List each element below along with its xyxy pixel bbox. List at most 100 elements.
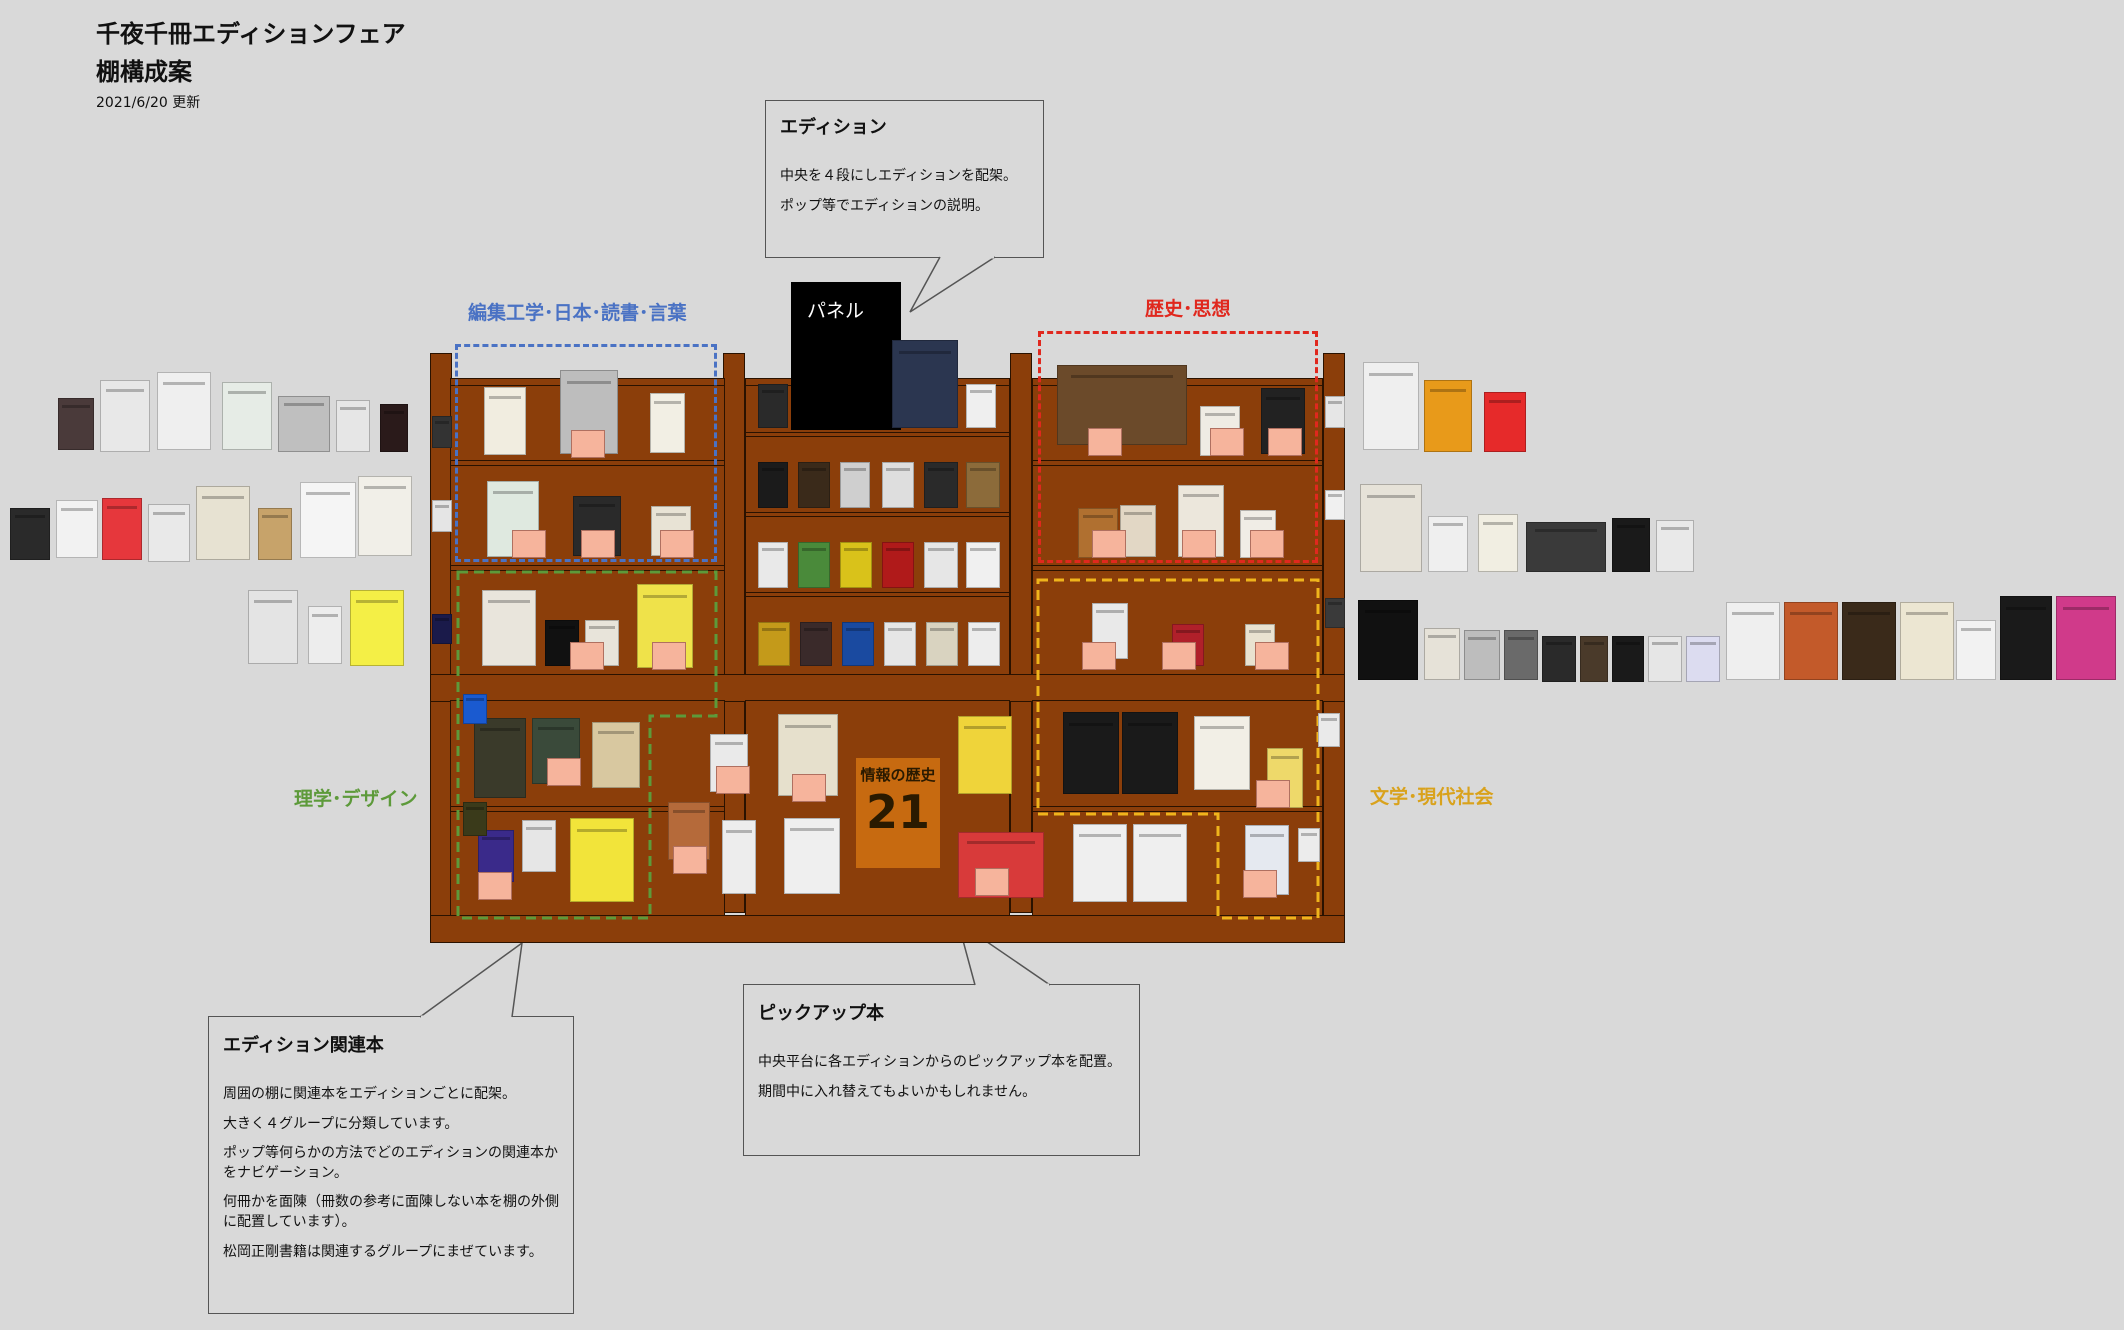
book	[758, 542, 788, 588]
book	[2056, 596, 2116, 680]
book	[958, 716, 1012, 794]
pop-card	[547, 758, 581, 786]
book	[1194, 716, 1250, 790]
book	[1428, 516, 1468, 572]
book	[1120, 505, 1156, 557]
related-callout: エディション関連本 周囲の棚に関連本をエディションごとに配架。 大きく４グループ…	[208, 1016, 574, 1314]
book	[58, 398, 94, 450]
book	[1358, 600, 1418, 680]
pop-card	[716, 766, 750, 794]
pop-card	[581, 530, 615, 558]
book	[2000, 596, 2052, 680]
pickup-callout: ピックアップ本 中央平台に各エディションからのピックアップ本を配置。 期間中に入…	[743, 984, 1140, 1156]
book	[432, 416, 452, 448]
group-outline-history	[1038, 331, 1318, 563]
pop-card	[1243, 870, 1277, 898]
book	[432, 500, 452, 532]
book	[358, 476, 412, 556]
book	[100, 380, 150, 452]
book	[1363, 362, 1419, 450]
book	[840, 462, 870, 508]
book	[892, 340, 958, 428]
book	[300, 482, 356, 558]
book	[758, 462, 788, 508]
group-label-science: 理学･デザイン	[294, 788, 418, 810]
book	[432, 614, 452, 644]
book	[882, 462, 914, 508]
book	[924, 542, 958, 588]
book	[798, 542, 830, 588]
book	[882, 542, 914, 588]
pop-card	[1182, 530, 1216, 558]
pop-card	[570, 642, 604, 670]
group-label-editing: 編集工学･日本･読書･言葉	[468, 302, 687, 324]
pop-card	[1255, 642, 1289, 670]
pop-card	[673, 846, 707, 874]
book	[924, 462, 958, 508]
book	[1542, 636, 1576, 682]
pop-card	[1256, 780, 1290, 808]
book	[1325, 598, 1345, 628]
group-outline-editing	[455, 344, 717, 562]
book	[1612, 636, 1644, 682]
related-callout-pointer	[419, 941, 523, 1018]
book	[1686, 636, 1720, 682]
book	[474, 718, 526, 798]
related-callout-line: 大きく４グループに分類しています。	[223, 1115, 459, 1132]
book	[570, 818, 634, 902]
pop-card	[1092, 530, 1126, 558]
book	[222, 382, 272, 450]
book	[484, 387, 526, 455]
book	[840, 542, 872, 588]
related-callout-line: 松岡正剛書籍は関連するグループにまぜています。	[223, 1243, 543, 1260]
book	[968, 622, 1000, 666]
book	[157, 372, 211, 450]
book	[1424, 628, 1460, 680]
book	[1133, 824, 1187, 902]
pop-card	[478, 872, 512, 900]
book	[926, 622, 958, 666]
book	[278, 396, 330, 452]
book	[336, 400, 370, 452]
bookcase-inner-pillar	[1010, 353, 1032, 913]
book	[1325, 396, 1345, 428]
book	[522, 820, 556, 872]
book	[1325, 490, 1345, 520]
book	[482, 590, 536, 666]
group-label-literature: 文学･現代社会	[1370, 786, 1494, 808]
book	[10, 508, 50, 560]
edition-callout-line: 中央を４段にしエディションを配架。	[780, 168, 1018, 184]
book	[463, 802, 487, 836]
book	[248, 590, 298, 664]
book	[966, 462, 1000, 508]
book	[966, 542, 1000, 588]
pop-card	[571, 430, 605, 458]
book	[1726, 602, 1780, 680]
pop-card	[975, 868, 1009, 896]
book	[102, 498, 142, 560]
bookcase-counter	[430, 674, 1345, 702]
book	[1580, 636, 1608, 682]
book	[1526, 522, 1606, 572]
pickup-callout-line: 中央平台に各エディションからのピックアップ本を配置。	[758, 1054, 1122, 1070]
book	[1842, 602, 1896, 680]
pickup-callout-line: 期間中に入れ替えてもよいかもしれません。	[758, 1083, 1037, 1100]
related-callout-line: 周囲の棚に関連本をエディションごとに配架。	[223, 1086, 517, 1102]
book	[1318, 713, 1340, 747]
update-date: 2021/6/20 更新	[96, 95, 201, 111]
book	[758, 622, 790, 666]
pop-card	[792, 774, 826, 802]
pop-card	[1250, 530, 1284, 558]
book	[1484, 392, 1526, 452]
book	[1956, 620, 1996, 680]
related-callout-line: ポップ等何らかの方法でどのエディションの関連本かをナビゲーション。	[223, 1145, 559, 1181]
featured-book-title: 情報の歴史	[860, 766, 936, 784]
group-outline-literature	[1036, 578, 1320, 920]
book	[1298, 828, 1320, 862]
book	[1057, 365, 1187, 445]
pop-card	[660, 530, 694, 558]
book	[842, 622, 874, 666]
book	[722, 820, 756, 894]
book	[798, 462, 830, 508]
